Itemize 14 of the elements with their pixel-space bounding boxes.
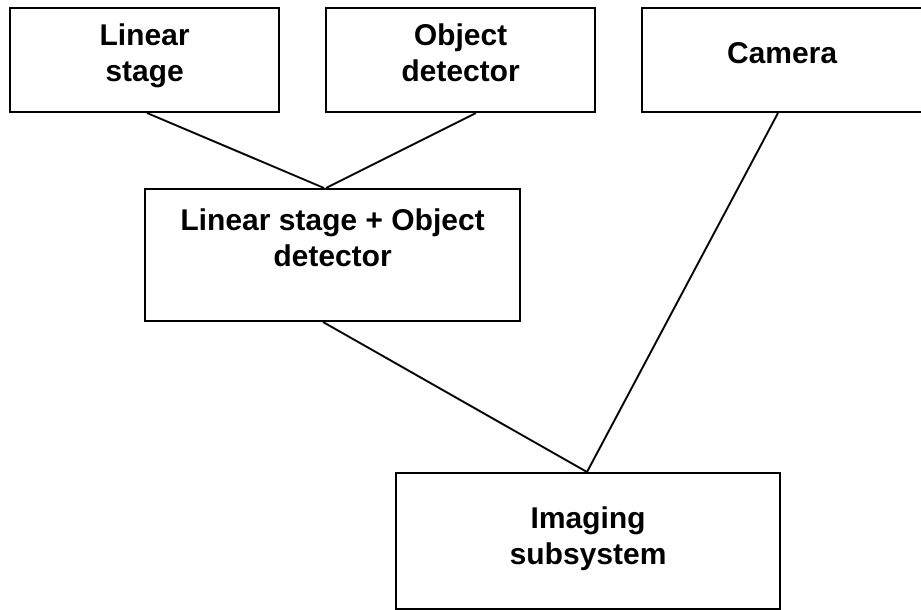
process-box bbox=[325, 7, 596, 113]
box-label: Camera bbox=[726, 36, 838, 72]
process-box bbox=[641, 7, 921, 113]
box-label: Imaging subsystem bbox=[508, 501, 668, 573]
process-box bbox=[9, 7, 280, 113]
box-label: Object detector bbox=[400, 18, 521, 90]
connector-line bbox=[326, 112, 476, 189]
connector-line bbox=[146, 112, 324, 189]
process-box bbox=[144, 188, 521, 322]
process-box bbox=[395, 472, 781, 610]
connector-line bbox=[586, 112, 779, 472]
box-label: Linear stage + Object detector bbox=[179, 203, 486, 275]
box-label: Linear stage bbox=[98, 18, 191, 90]
connector-line bbox=[322, 321, 588, 473]
